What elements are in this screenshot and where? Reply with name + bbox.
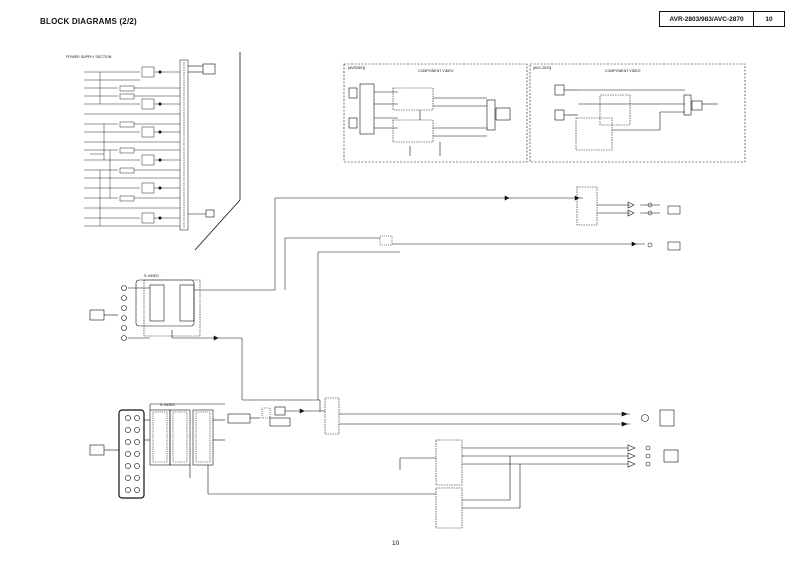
svideo-lower-section (89, 397, 675, 499)
svideo-upper-section (89, 279, 242, 341)
component-video-panel-right (529, 63, 746, 163)
footer-page-number: 10 (392, 540, 400, 547)
component-right-tag: [AVC-2870] (533, 66, 551, 70)
component-left-title: COMPONENT VIDEO (418, 69, 454, 73)
monitor-output-switch (576, 186, 635, 226)
component-right-title: COMPONENT VIDEO (605, 69, 641, 73)
header-page-number: 10 (765, 15, 773, 23)
svideo-upper-title: S-VIDEO (144, 274, 159, 278)
component-left-tag: [AVR2803] (348, 66, 365, 70)
power-supply-section (84, 52, 241, 251)
model-header-box: AVR-2803/983/AVC-2870 10 (659, 11, 785, 27)
signal-routing (213, 195, 681, 412)
svideo-lower-title: S-VIDEO (160, 403, 175, 407)
model-number: AVR-2803/983/AVC-2870 (660, 12, 754, 26)
power-supply-title: POWER SUPPLY SECTION (66, 55, 112, 59)
lower-output-switch (435, 439, 679, 529)
page-title: BLOCK DIAGRAMS (2/2) (40, 17, 137, 26)
component-video-panel-left (343, 63, 528, 163)
